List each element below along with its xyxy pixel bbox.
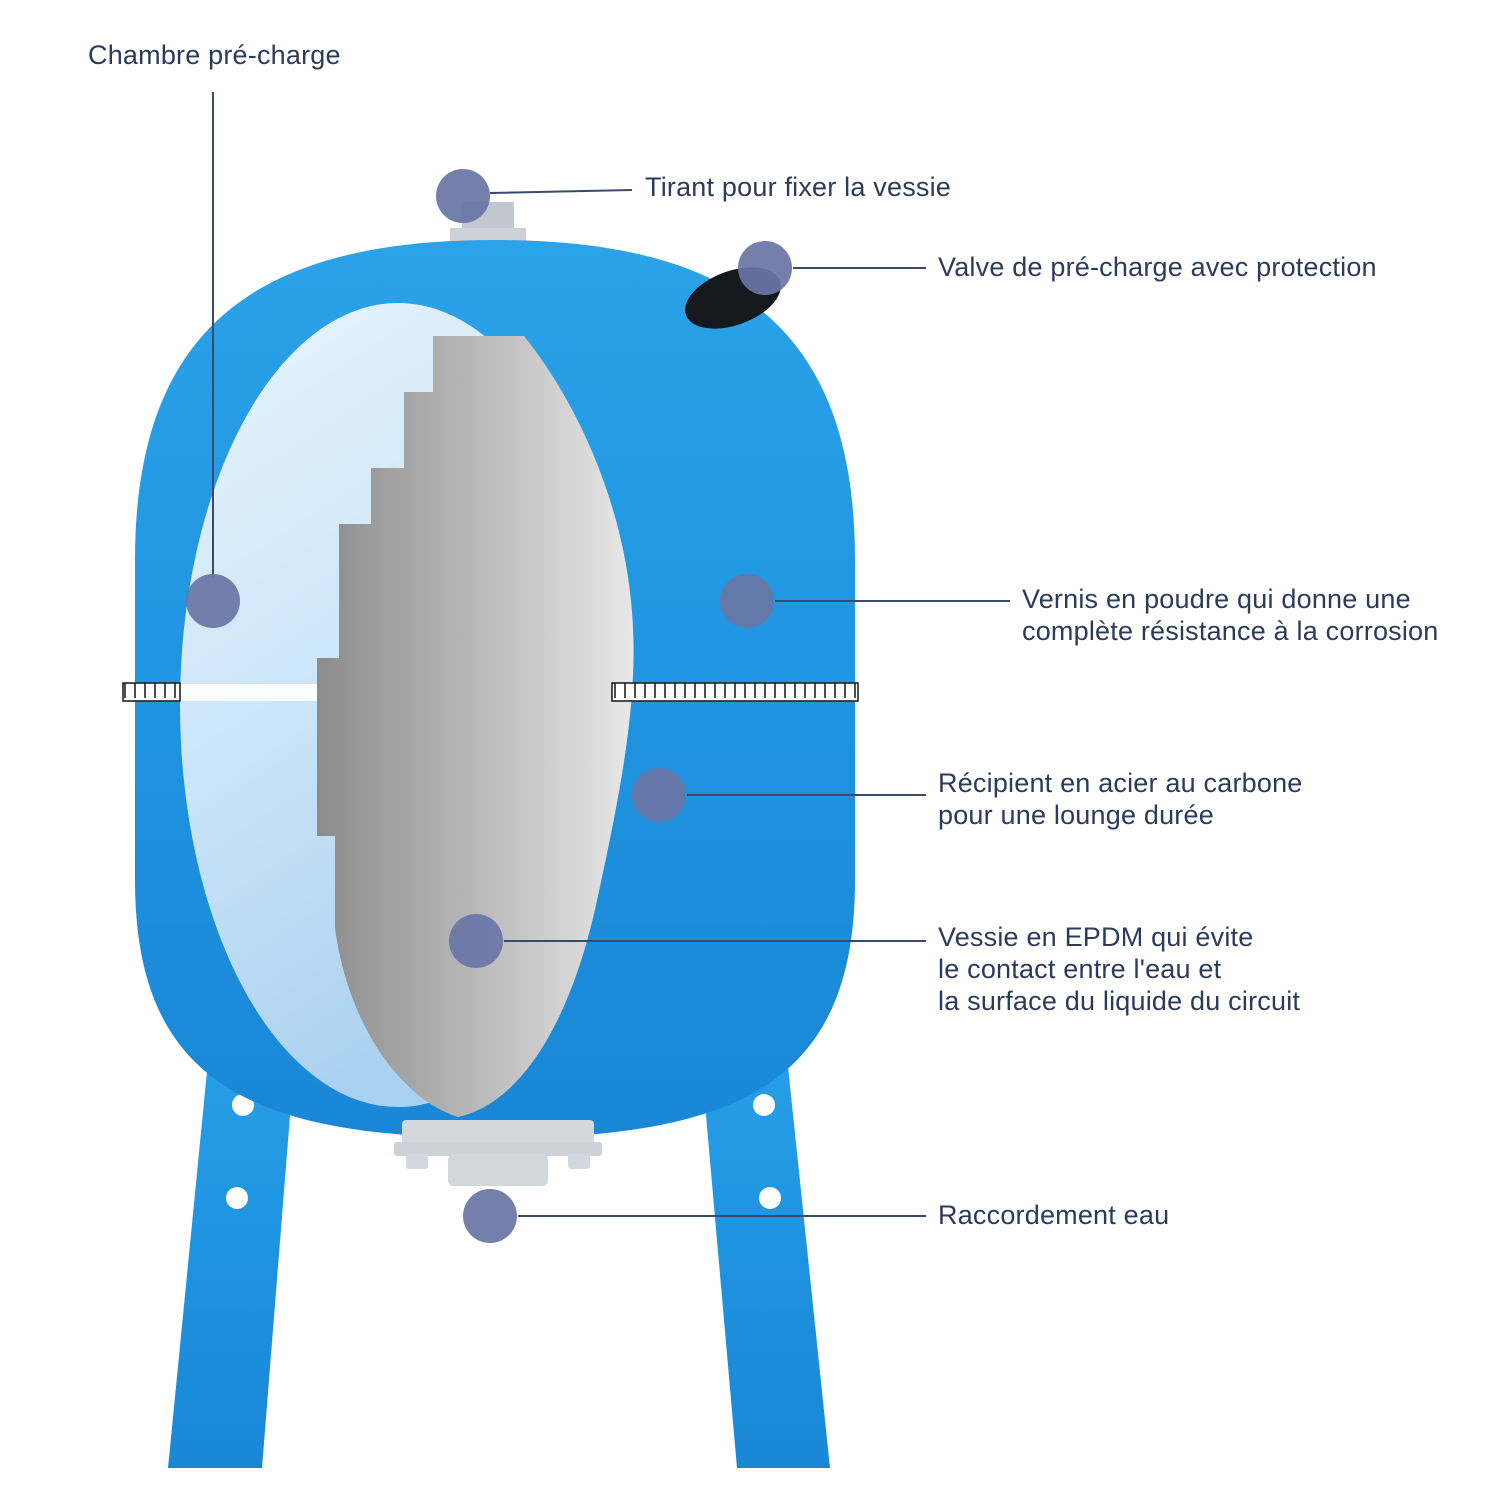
callout-dot-vernis: [720, 574, 774, 628]
bottom-flange: [394, 1120, 602, 1186]
callout-dot-recipient: [632, 768, 686, 822]
tank-leg-left: [168, 990, 300, 1468]
callout-dot-chambre: [186, 574, 240, 628]
weld-seam-right: [611, 682, 859, 702]
bladder: [317, 336, 634, 1117]
label-tirant: Tirant pour fixer la vessie: [645, 172, 952, 202]
label-valve-pre-charge: Valve de pré-charge avec protection: [938, 252, 1377, 282]
callout-dot-vessie: [449, 914, 503, 968]
label-recipient-acier: Récipient en acier au carbone pour une l…: [938, 768, 1303, 830]
leg-hole: [232, 1094, 254, 1116]
label-raccordement-eau: Raccordement eau: [938, 1200, 1170, 1230]
leg-hole: [226, 1187, 248, 1209]
callout-dot-valve: [738, 241, 792, 295]
tank-leg-right: [695, 990, 830, 1468]
callout-dot-raccordement: [463, 1189, 517, 1243]
callout-dot-tirant: [436, 169, 490, 223]
label-vessie-epdm: Vessie en EPDM qui évite le contact entr…: [938, 922, 1301, 1016]
weld-seam-left: [122, 682, 181, 702]
label-chambre-pre-charge: Chambre pré-charge: [88, 40, 341, 70]
leader-tirant: [489, 189, 633, 194]
label-vernis: Vernis en poudre qui donne une complète …: [1022, 584, 1439, 646]
leg-hole: [753, 1094, 775, 1116]
weld-seam-band: [180, 684, 345, 701]
leg-hole: [759, 1187, 781, 1209]
